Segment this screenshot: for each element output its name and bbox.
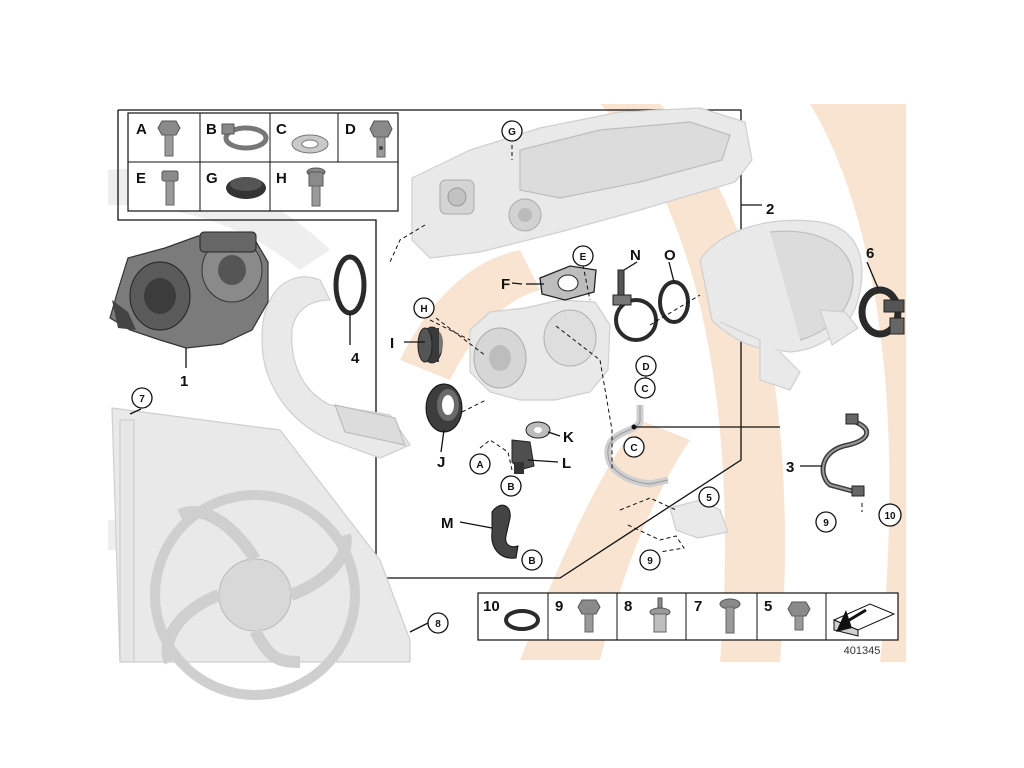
callout-circle-e [572, 245, 594, 267]
callout-f: F [501, 276, 510, 293]
callout-10: 10 [884, 511, 896, 522]
callout-circle-h [413, 297, 435, 319]
diagram-number: 401345 [844, 645, 881, 657]
legend-key-a: A [136, 121, 147, 138]
legend-key-9: 9 [555, 598, 563, 615]
circled-callouts: 7 8 G E H D C C A B B 5 9 9 10 [131, 120, 902, 634]
v-band-clamp-n [612, 269, 658, 342]
banjo-bolt-icon [369, 120, 393, 158]
hex-bolt-icon [577, 599, 601, 633]
callout-circle-8 [427, 612, 449, 634]
callout-circle-10 [878, 503, 902, 527]
expansion-rivet-icon [649, 597, 671, 633]
legend-key-g: G [206, 170, 218, 187]
callout-8: 8 [435, 619, 441, 630]
seal-j [425, 383, 463, 433]
callout-9-left: 9 [647, 556, 653, 567]
callout-c-upper: C [641, 384, 648, 395]
callout-circle-d [635, 355, 657, 377]
legend-key-10: 10 [483, 598, 500, 615]
callout-5: 5 [706, 493, 712, 504]
hex-bolt-icon [787, 601, 811, 631]
turbocharger-1 [109, 231, 269, 349]
o-ring-icon [504, 609, 540, 631]
cylinder-head-cover [411, 107, 753, 259]
pipe-3 [820, 413, 870, 497]
callout-h: H [420, 304, 427, 315]
turbocharger-core [469, 299, 611, 401]
callout-circle-b-lower [521, 549, 543, 571]
leader-lines [129, 145, 879, 633]
callout-3: 3 [786, 459, 794, 476]
legend-key-b: B [206, 121, 217, 138]
washer-icon [291, 134, 329, 154]
callout-9-right: 9 [823, 518, 829, 529]
legend-top: A B C D E G H [127, 112, 399, 212]
torx-bolt-icon [161, 170, 179, 206]
callout-l: L [562, 455, 571, 472]
grommet-icon [226, 177, 266, 199]
hose-m [491, 504, 519, 559]
callout-circle-9-right [815, 511, 837, 533]
exhaust-clamp-6 [858, 286, 905, 338]
hose-clamp-icon [221, 123, 269, 151]
callout-6: 6 [866, 245, 874, 262]
fan-shroud [111, 407, 411, 700]
callout-g: G [508, 127, 516, 138]
callout-n: N [630, 247, 641, 264]
plain-callouts: 1 2 3 4 6 F N O I J K L M [180, 201, 874, 532]
gasket-f [539, 265, 597, 301]
legend-key-c: C [276, 121, 287, 138]
callout-circle-c-upper [634, 377, 656, 399]
seal-i [417, 326, 443, 364]
legend-key-d: D [345, 121, 356, 138]
callout-a: A [476, 460, 483, 471]
legend-key-h: H [276, 170, 287, 187]
legend-key-e: E [136, 170, 146, 187]
pan-screw-icon [719, 598, 741, 634]
callout-circle-c-lower [623, 436, 645, 458]
callout-circle-a [469, 453, 491, 475]
callout-d: D [642, 362, 649, 373]
hex-bolt-icon [157, 120, 181, 157]
oil-return-line [511, 421, 551, 474]
callout-7: 7 [139, 394, 145, 405]
legend-bottom: 10 9 8 7 5 [477, 592, 899, 641]
callout-j: J [437, 454, 445, 471]
stud-bolt-icon [306, 167, 326, 207]
callout-e: E [580, 252, 587, 263]
legend-key-8: 8 [624, 598, 632, 615]
legend-key-5: 5 [764, 598, 772, 615]
particulate-filter [699, 219, 863, 391]
callout-2: 2 [766, 201, 774, 218]
callout-b-upper: B [507, 482, 514, 493]
callout-i: I [390, 335, 394, 352]
callout-1: 1 [180, 373, 188, 390]
callout-circle-5 [698, 486, 720, 508]
callout-4: 4 [351, 350, 360, 367]
charge-air-hose [261, 276, 411, 459]
callout-circle-7 [131, 387, 153, 409]
callout-circle-b-upper [500, 475, 522, 497]
callout-b-lower: B [528, 556, 535, 567]
callout-c-lower: C [630, 443, 637, 454]
callout-k: K [563, 429, 574, 446]
callout-circle-g [501, 120, 523, 142]
arrow-symbol-icon [832, 603, 896, 637]
callout-o: O [664, 247, 676, 264]
callout-circle-9-left [639, 549, 661, 571]
callout-m: M [441, 515, 454, 532]
legend-key-7: 7 [694, 598, 702, 615]
